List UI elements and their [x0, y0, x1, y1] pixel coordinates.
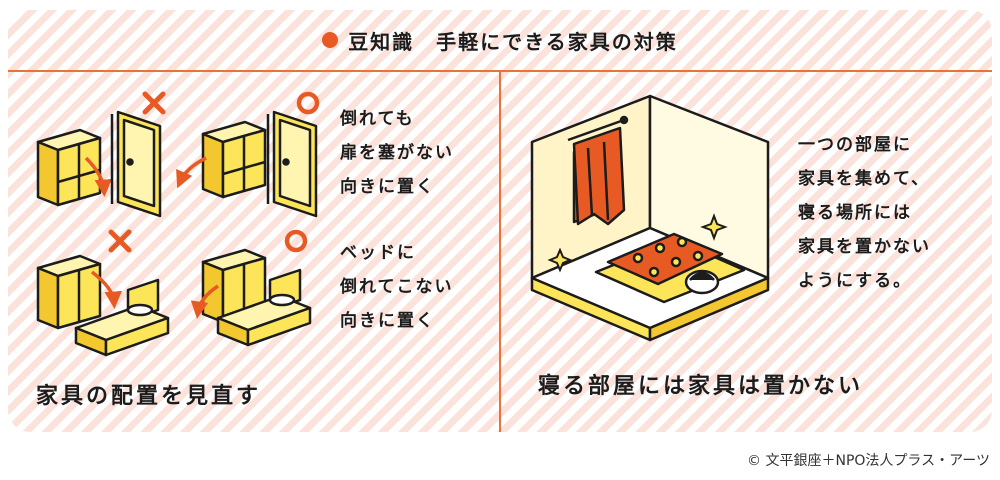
arrow-icon	[84, 156, 113, 197]
title-bullet-icon	[322, 32, 339, 48]
sparkle-icon	[547, 213, 728, 273]
column-divider	[499, 72, 501, 432]
circle-mark-icon	[284, 229, 308, 253]
left-heading: 家具の配置を見直す	[36, 384, 262, 409]
wardrobe-icon	[201, 120, 267, 199]
wardrobe-icon	[36, 128, 102, 207]
arrow-icon	[176, 156, 207, 189]
caption-bed-rule: ベッドに 倒れてこない 向きに置く	[340, 243, 454, 331]
caption-door-rule: 倒れても 扉を塞がない 向きに置く	[340, 109, 454, 197]
curtain-icon	[572, 126, 626, 226]
page-title: 豆知識 手軽にできる家具の対策	[348, 29, 678, 54]
title-bar: 豆知識 手軽にできる家具の対策	[8, 10, 992, 70]
right-heading: 寝る部屋には家具は置かない	[538, 374, 864, 399]
copyright-credit: © 文平銀座＋NPO法人プラス・アーツ	[747, 453, 990, 469]
caption-bedroom-rule: 一つの部屋に 家具を集めて、 寝る場所には 家具を置かない ようにする。	[798, 135, 931, 291]
bed-icon	[216, 268, 312, 347]
bedroom-illustration	[530, 94, 770, 342]
cross-mark-icon	[142, 91, 166, 115]
info-panel: 豆知識 手軽にできる家具の対策	[8, 10, 992, 432]
door-icon	[266, 110, 318, 218]
wardrobe-icon	[36, 254, 102, 330]
arrow-icon	[90, 270, 122, 309]
bed-icon	[74, 278, 170, 357]
door-icon	[110, 110, 162, 218]
arrow-icon	[190, 284, 219, 319]
cross-mark-icon	[108, 229, 132, 253]
circle-mark-icon	[296, 91, 320, 115]
left-illustrations	[36, 91, 770, 357]
title-divider	[8, 70, 992, 72]
